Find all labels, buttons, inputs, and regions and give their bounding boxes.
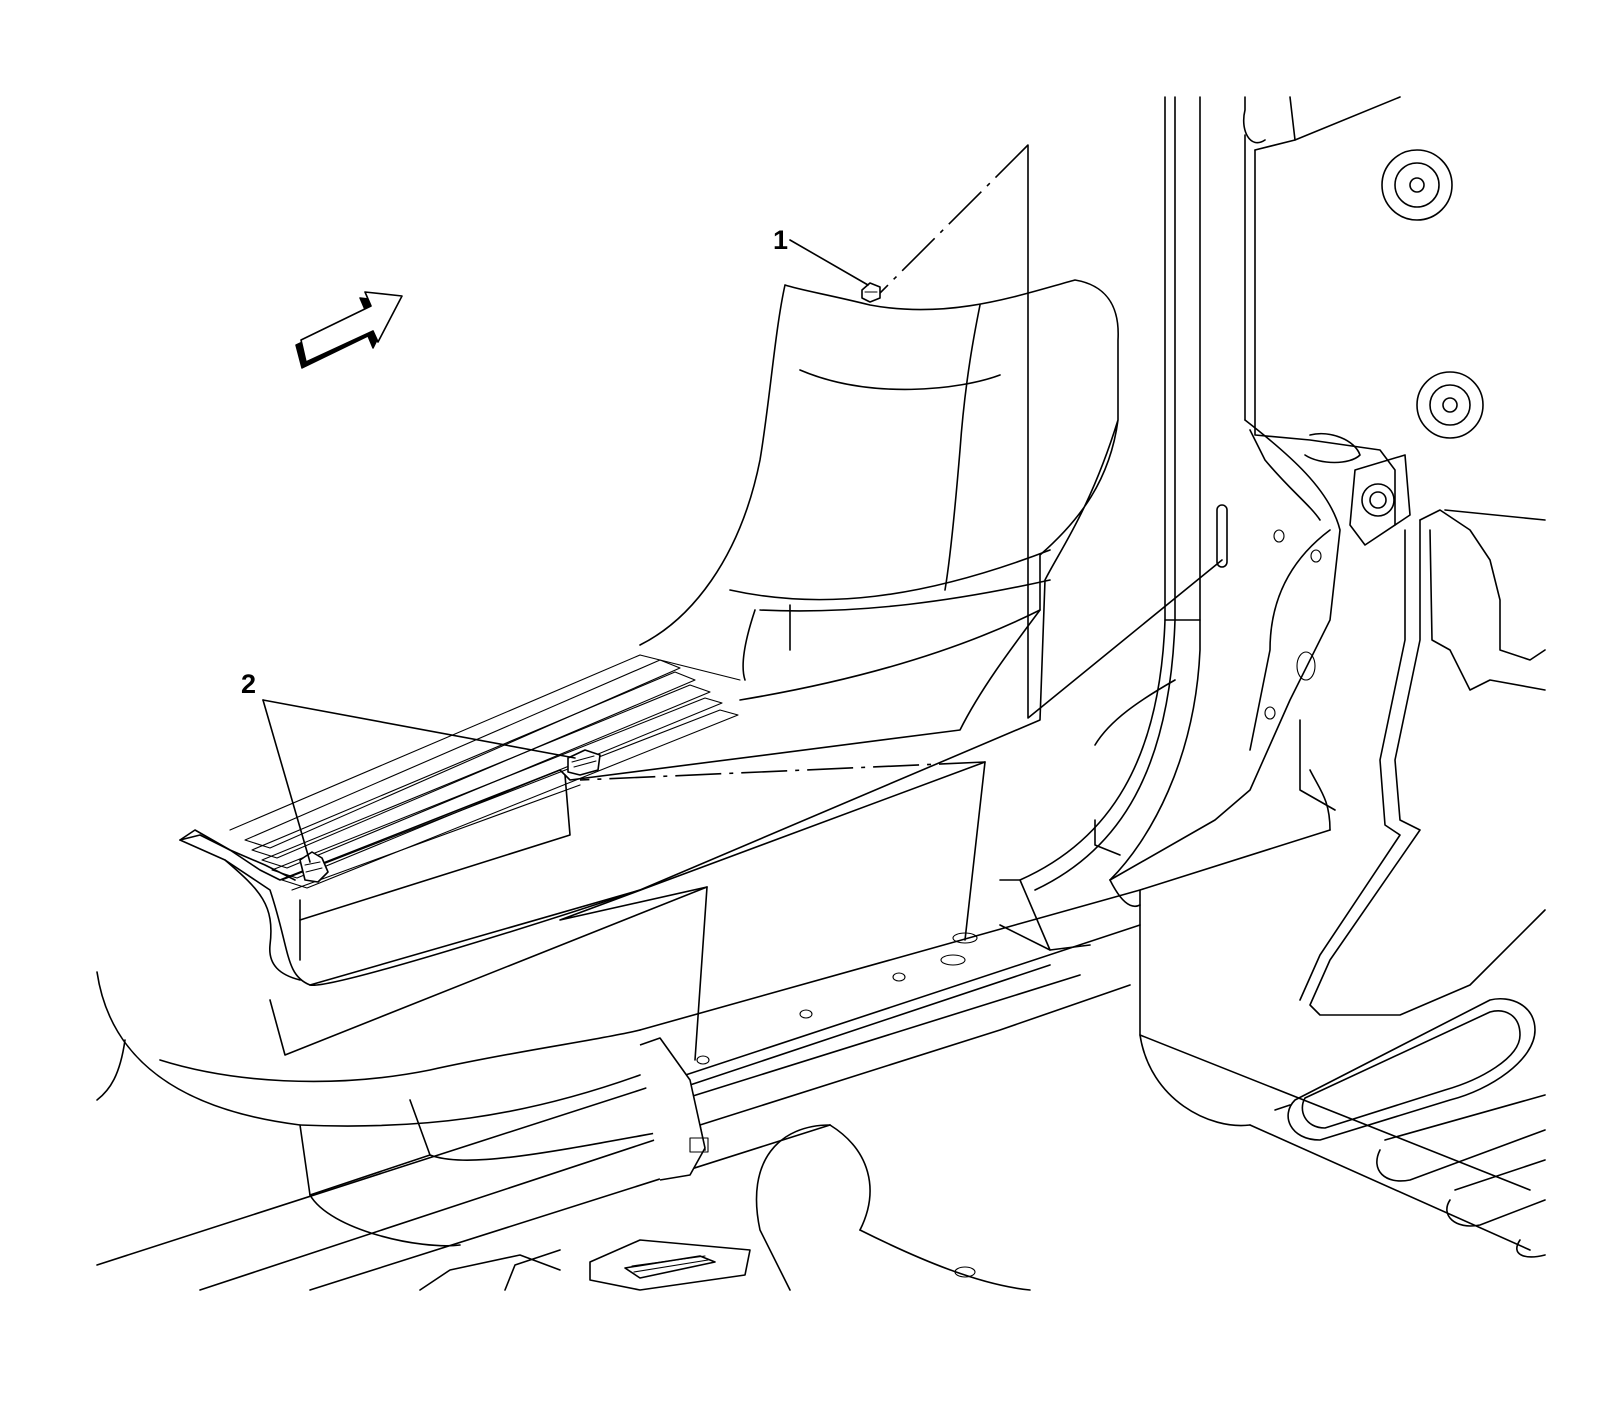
b-pillar-structure (999, 96, 1484, 951)
rear-door-sill-trim-panel (179, 279, 1119, 986)
callout-1-label: 1 (773, 225, 788, 255)
callout-2: 2 (241, 669, 576, 863)
rear-floor-structure (1274, 509, 1546, 1258)
callout-1: 1 (773, 225, 869, 286)
clip-1-fastener (861, 282, 881, 303)
vehicle-body-structure (96, 829, 1531, 1291)
leader-line-frames (269, 144, 1223, 1061)
callout-2-label: 2 (241, 669, 256, 699)
front-arrow-icon (295, 291, 403, 369)
